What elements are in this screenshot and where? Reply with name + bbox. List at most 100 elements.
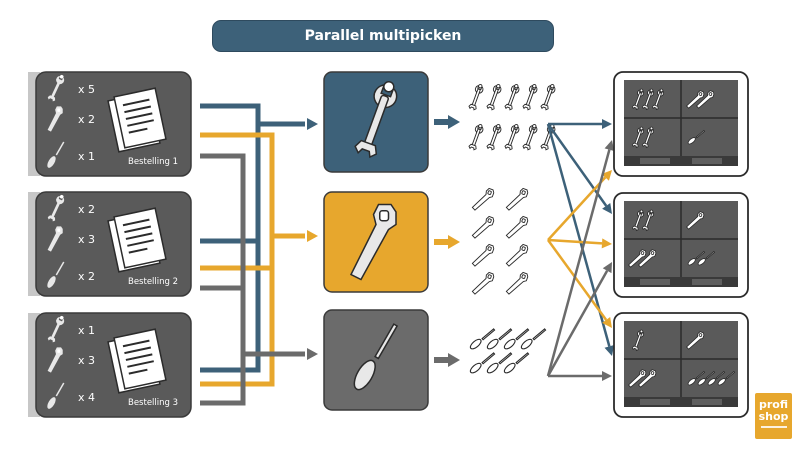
pallet-slot xyxy=(692,279,722,285)
pallet-slot xyxy=(640,279,670,285)
wrench-icon xyxy=(539,82,557,111)
pallet-base xyxy=(624,277,738,287)
document-stack-icon xyxy=(107,87,167,153)
pick-station-screwdriver xyxy=(323,309,460,411)
flow-line-wrench xyxy=(200,120,261,244)
item-quantity: x 2 xyxy=(78,270,95,283)
screwdriver-icon xyxy=(501,322,530,356)
item-quantity: x 1 xyxy=(78,324,95,337)
wrench-icon xyxy=(521,82,539,111)
route-saw-2 xyxy=(547,238,612,249)
station-arrow-shaft xyxy=(434,357,448,363)
pallet-order-3 xyxy=(613,312,749,418)
item-quantity: x 3 xyxy=(78,354,95,367)
pallet-slot xyxy=(692,158,722,164)
arrow-head xyxy=(307,230,318,242)
pallet-slot xyxy=(692,399,722,405)
pallet-order-1 xyxy=(613,71,749,177)
distribution-arrow-head xyxy=(601,238,612,249)
saw-icon xyxy=(471,240,496,271)
station-arrow-shaft xyxy=(434,119,448,125)
route-wrench-1 xyxy=(548,119,612,129)
saw-icon xyxy=(505,212,530,243)
wrench-icon xyxy=(467,82,485,111)
diagram-title: Parallel multipicken xyxy=(212,20,554,52)
distribution-line xyxy=(546,149,611,377)
saw-icon xyxy=(505,240,530,271)
pick-station-wrench xyxy=(323,71,460,173)
distribution-arrow-head xyxy=(602,316,612,328)
pallet-slot xyxy=(640,399,670,405)
order-label: Bestelling 2 xyxy=(128,277,178,287)
distribution-line xyxy=(547,238,603,245)
arrow-head xyxy=(307,118,318,130)
order-card-2: x 2 x 3 x 2 Bestelling 2 xyxy=(28,191,192,297)
station-panel xyxy=(323,309,429,411)
saw-icon xyxy=(505,268,530,299)
station-arrow-head xyxy=(448,115,460,129)
distribution-arrow-head xyxy=(604,345,615,356)
flow-line-wrench xyxy=(200,120,261,373)
screwdriver-icon xyxy=(484,322,513,356)
picked-wrenches xyxy=(467,82,557,151)
item-quantity: x 5 xyxy=(78,83,95,96)
flow-line-saw xyxy=(200,236,275,387)
station-arrow-shaft xyxy=(434,239,448,245)
wrench-icon xyxy=(467,122,485,151)
pick-station-saw xyxy=(323,191,460,293)
flow-line-screwdriver xyxy=(200,285,246,354)
pallet-base xyxy=(624,397,738,407)
order-label: Bestelling 1 xyxy=(128,157,178,167)
distribution-line xyxy=(547,176,607,241)
wrench-icon xyxy=(503,122,521,151)
distribution-arrow-head xyxy=(602,262,612,274)
picked-saws xyxy=(471,184,530,299)
distribution-arrow-head xyxy=(602,371,612,381)
route-screwdriver-2 xyxy=(546,262,612,377)
document-stack-icon xyxy=(107,207,167,273)
profishop-logo: profi shop xyxy=(755,393,792,439)
distribution-arrow-head xyxy=(602,119,612,129)
screwdriver-icon xyxy=(518,322,547,356)
distribution-arrow-head xyxy=(604,140,615,151)
item-quantity: x 3 xyxy=(78,233,95,246)
saw-icon xyxy=(471,184,496,215)
screwdriver-icon xyxy=(467,322,496,356)
picked-screwdrivers xyxy=(467,322,547,380)
pallet-order-2 xyxy=(613,192,749,298)
wrench-icon xyxy=(485,122,503,151)
saw-icon xyxy=(471,268,496,299)
flow-line-saw xyxy=(200,132,305,239)
item-quantity: x 1 xyxy=(78,150,95,163)
route-screwdriver-3 xyxy=(548,371,612,381)
distribution-line xyxy=(546,239,608,321)
arrow-head xyxy=(307,348,318,360)
saw-icon xyxy=(505,184,530,215)
saw-icon xyxy=(471,212,496,243)
distribution-arrow-head xyxy=(601,170,612,181)
flow-line-screwdriver xyxy=(200,153,305,357)
pallet-slot xyxy=(640,158,670,164)
item-quantity: x 2 xyxy=(78,203,95,216)
distribution-arrow-head xyxy=(602,202,612,214)
wrench-icon xyxy=(503,82,521,111)
wrench-icon xyxy=(485,82,503,111)
item-quantity: x 4 xyxy=(78,391,95,404)
route-screwdriver-1 xyxy=(546,140,615,377)
station-arrow-head xyxy=(448,235,460,249)
document-stack-icon xyxy=(107,328,167,394)
screwdriver-icon xyxy=(484,346,513,380)
wrench-icon xyxy=(521,122,539,151)
pallet-base xyxy=(624,156,738,166)
screwdriver-icon xyxy=(467,346,496,380)
flow-line-wrench xyxy=(200,103,305,127)
item-quantity: x 2 xyxy=(78,113,95,126)
flow-line-screwdriver xyxy=(200,354,246,406)
distribution-line xyxy=(546,270,609,377)
route-wrench-2 xyxy=(546,123,612,214)
order-card-1: x 5 x 2 x 1 Bestelling 1 xyxy=(28,71,192,177)
route-saw-3 xyxy=(546,239,612,328)
